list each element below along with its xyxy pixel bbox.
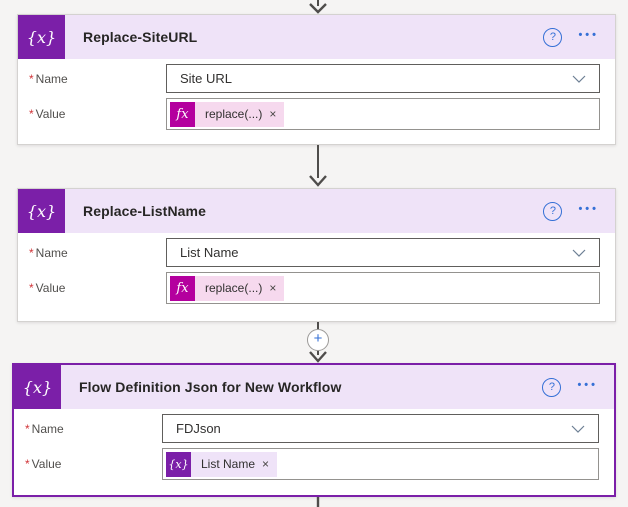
connector-stub-bottom bbox=[316, 497, 320, 507]
name-field-row: *Name Site URL bbox=[29, 64, 600, 93]
name-dropdown[interactable]: FDJson bbox=[162, 414, 599, 443]
help-icon[interactable]: ? bbox=[543, 201, 563, 221]
insert-step-button[interactable]: + bbox=[307, 329, 329, 351]
name-dropdown[interactable]: List Name bbox=[166, 238, 600, 267]
action-card-header[interactable]: {x} Replace-ListName ? ••• bbox=[18, 189, 615, 233]
name-dropdown-value: Site URL bbox=[180, 71, 233, 86]
token-chip[interactable]: {x} List Name × bbox=[166, 451, 278, 477]
fx-icon: fx bbox=[170, 275, 195, 301]
remove-chip-icon[interactable]: × bbox=[269, 281, 277, 295]
required-asterisk: * bbox=[25, 457, 30, 471]
action-card-replace-siteurl[interactable]: {x} Replace-SiteURL ? ••• *Name Site URL bbox=[17, 14, 616, 145]
action-title: Replace-ListName bbox=[83, 203, 206, 219]
value-field-row: *Value fx replace(...) × bbox=[29, 272, 600, 304]
remove-chip-icon[interactable]: × bbox=[269, 107, 277, 121]
variable-action-icon: {x} bbox=[14, 365, 61, 409]
help-icon[interactable]: ? bbox=[543, 27, 563, 47]
field-label: *Value bbox=[29, 107, 66, 121]
fx-icon: fx bbox=[170, 101, 195, 127]
action-title: Replace-SiteURL bbox=[83, 29, 198, 45]
token-chip[interactable]: fx replace(...) × bbox=[170, 101, 285, 127]
action-card-header[interactable]: {x} Replace-SiteURL ? ••• bbox=[18, 15, 615, 59]
variable-chip-icon: {x} bbox=[166, 451, 191, 477]
help-icon[interactable]: ? bbox=[542, 377, 562, 397]
connector-arrow-top bbox=[309, 0, 327, 14]
ellipsis-menu-icon[interactable]: ••• bbox=[577, 379, 598, 395]
chevron-down-icon bbox=[572, 249, 586, 257]
name-dropdown-value: List Name bbox=[180, 245, 239, 260]
ellipsis-menu-icon[interactable]: ••• bbox=[578, 29, 599, 45]
value-input[interactable]: fx replace(...) × bbox=[166, 272, 600, 304]
action-title: Flow Definition Json for New Workflow bbox=[79, 379, 342, 395]
chevron-down-icon bbox=[571, 425, 585, 433]
name-field-row: *Name List Name bbox=[29, 238, 600, 267]
chip-label: replace(...) bbox=[205, 281, 263, 295]
action-card-replace-listname[interactable]: {x} Replace-ListName ? ••• *Name List Na… bbox=[17, 188, 616, 322]
field-label: *Name bbox=[29, 71, 68, 86]
value-field-row: *Value fx replace(...) × bbox=[29, 98, 600, 130]
required-asterisk: * bbox=[29, 107, 34, 121]
chip-label: List Name bbox=[201, 457, 256, 471]
action-card-body: *Name List Name *Value fx replace(...) bbox=[18, 233, 615, 304]
ellipsis-menu-icon[interactable]: ••• bbox=[578, 203, 599, 219]
name-field-row: *Name FDJson bbox=[25, 414, 599, 443]
value-input[interactable]: fx replace(...) × bbox=[166, 98, 600, 130]
action-card-body: *Name FDJson *Value {x} List Name bbox=[14, 409, 614, 480]
name-dropdown[interactable]: Site URL bbox=[166, 64, 600, 93]
field-label: *Value bbox=[29, 281, 66, 295]
variable-glyph: {x} bbox=[26, 27, 57, 47]
field-label: *Name bbox=[25, 421, 64, 436]
value-field-row: *Value {x} List Name × bbox=[25, 448, 599, 480]
value-input[interactable]: {x} List Name × bbox=[162, 448, 599, 480]
action-card-header[interactable]: {x} Flow Definition Json for New Workflo… bbox=[14, 365, 614, 409]
name-dropdown-value: FDJson bbox=[176, 421, 221, 436]
chip-label: replace(...) bbox=[205, 107, 263, 121]
token-chip[interactable]: fx replace(...) × bbox=[170, 275, 285, 301]
required-asterisk: * bbox=[29, 71, 34, 86]
required-asterisk: * bbox=[29, 281, 34, 295]
connector-arrow-mid bbox=[309, 145, 327, 187]
variable-action-icon: {x} bbox=[18, 189, 65, 233]
required-asterisk: * bbox=[25, 421, 30, 436]
field-label: *Name bbox=[29, 245, 68, 260]
required-asterisk: * bbox=[29, 245, 34, 260]
action-card-flow-definition-json[interactable]: {x} Flow Definition Json for New Workflo… bbox=[12, 363, 616, 497]
variable-glyph: {x} bbox=[26, 201, 57, 221]
field-label: *Value bbox=[25, 457, 62, 471]
action-card-body: *Name Site URL *Value fx replace(...) bbox=[18, 59, 615, 130]
variable-action-icon: {x} bbox=[18, 15, 65, 59]
remove-chip-icon[interactable]: × bbox=[262, 457, 270, 471]
variable-glyph: {x} bbox=[22, 377, 53, 397]
chevron-down-icon bbox=[572, 75, 586, 83]
